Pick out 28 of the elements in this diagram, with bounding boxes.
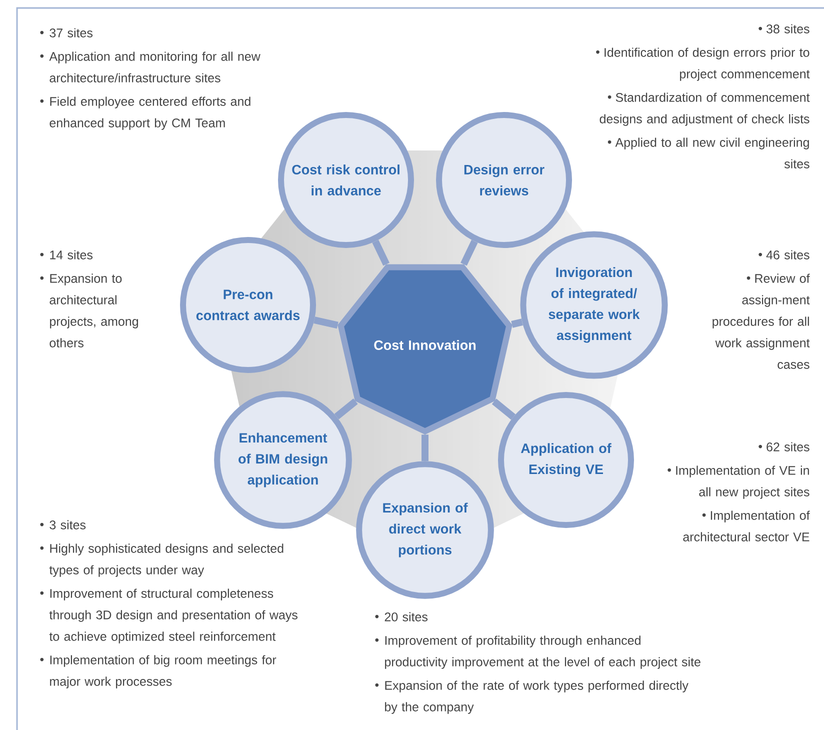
bullet-item: 38 sites [758,24,810,34]
bullet-item: Applied to all new civil engineering sites [608,138,810,168]
bullet-item: Improvement of profitability through enhanced productivity improvement at the level of each project site [375,636,700,669]
bullet-item: Improvement of structural completeness through 3D design and presentation of ways to achieve optimized steel reinforcement [40,588,298,644]
bullet-item: Review of assign-ment procedures for all work assignment cases [712,274,810,369]
bullet-item: 20 sites [375,612,428,622]
bullet-item: Expansion to architectural projects, among others [40,274,138,348]
bullet-item: 14 sites [40,250,93,260]
spoke-line [460,240,478,266]
bullet-item: Implementation of VE in all new project sites [668,466,810,499]
bullet-item: Standardization of commencement designs and adjustment of check lists [600,92,810,126]
bullet-item: 46 sites [758,250,810,260]
spoke-line [492,398,516,420]
spoke-line [314,316,338,329]
bullet-item: Application and monitoring for all new architecture/infrastructure sites [40,52,260,82]
spoke-line [334,398,358,420]
bullet-item: Highly sophisticated designs and selected types of projects under way [40,544,284,577]
bullet-item: 62 sites [758,442,810,452]
bullet-item: Expansion of the rate of work types performed directly by the company [375,680,688,714]
bullet-item: Identification of design errors prior to project commencement [596,48,810,81]
bullet-item: Implementation of architectural sector VE [683,510,810,542]
bullet-item: 3 sites [40,520,86,530]
bullet-item: 37 sites [40,28,93,38]
bullet-item: Implementation of big room meetings for major work processes [40,655,276,688]
spoke-line [422,434,428,462]
spoke-line [372,240,390,266]
bullet-item: Field employee centered efforts and enhanced support by CM Team [40,96,250,130]
spoke-line [511,318,524,328]
